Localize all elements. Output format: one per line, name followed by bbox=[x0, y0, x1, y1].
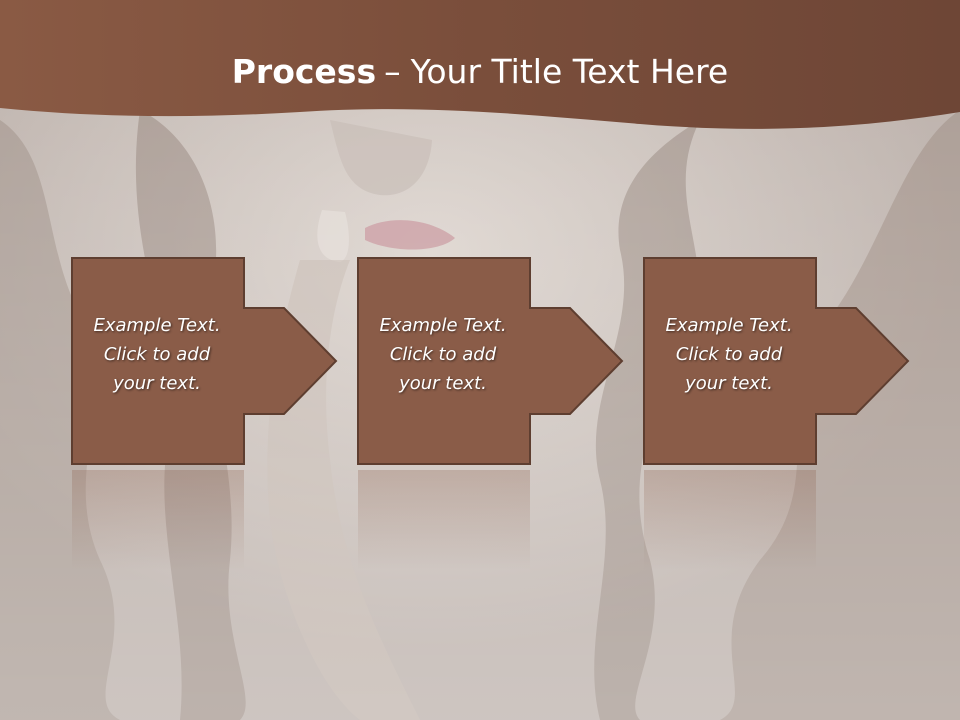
step-line-1: Example Text. bbox=[93, 315, 221, 336]
step-reflection-2 bbox=[358, 470, 530, 570]
title-banner bbox=[0, 0, 960, 129]
step-text: Example Text. Click to add your text. bbox=[70, 311, 244, 398]
arrow-box-shape bbox=[643, 257, 910, 465]
title-bold: Process bbox=[231, 52, 377, 91]
step-line-1: Example Text. bbox=[665, 315, 793, 336]
title-rest: Your Title Text Here bbox=[410, 52, 729, 91]
step-line-2: Click to add bbox=[103, 344, 211, 365]
slide-title: Process–Your Title Text Here bbox=[0, 52, 960, 91]
step-line-2: Click to add bbox=[675, 344, 783, 365]
step-line-3: your text. bbox=[113, 373, 201, 394]
step-line-3: your text. bbox=[685, 373, 773, 394]
step-line-2: Click to add bbox=[389, 344, 497, 365]
process-step-2[interactable]: Example Text. Click to add your text. bbox=[356, 256, 636, 468]
step-text: Example Text. Click to add your text. bbox=[642, 311, 816, 398]
step-reflection-1 bbox=[72, 470, 244, 570]
arrow-box-shape bbox=[71, 257, 338, 465]
step-line-1: Example Text. bbox=[379, 315, 507, 336]
step-text: Example Text. Click to add your text. bbox=[356, 311, 530, 398]
process-step-3[interactable]: Example Text. Click to add your text. bbox=[642, 256, 922, 468]
step-reflection-3 bbox=[644, 470, 816, 570]
step-line-3: your text. bbox=[399, 373, 487, 394]
process-step-1[interactable]: Example Text. Click to add your text. bbox=[70, 256, 350, 468]
title-separator: – bbox=[384, 52, 401, 91]
arrow-box-shape bbox=[357, 257, 624, 465]
